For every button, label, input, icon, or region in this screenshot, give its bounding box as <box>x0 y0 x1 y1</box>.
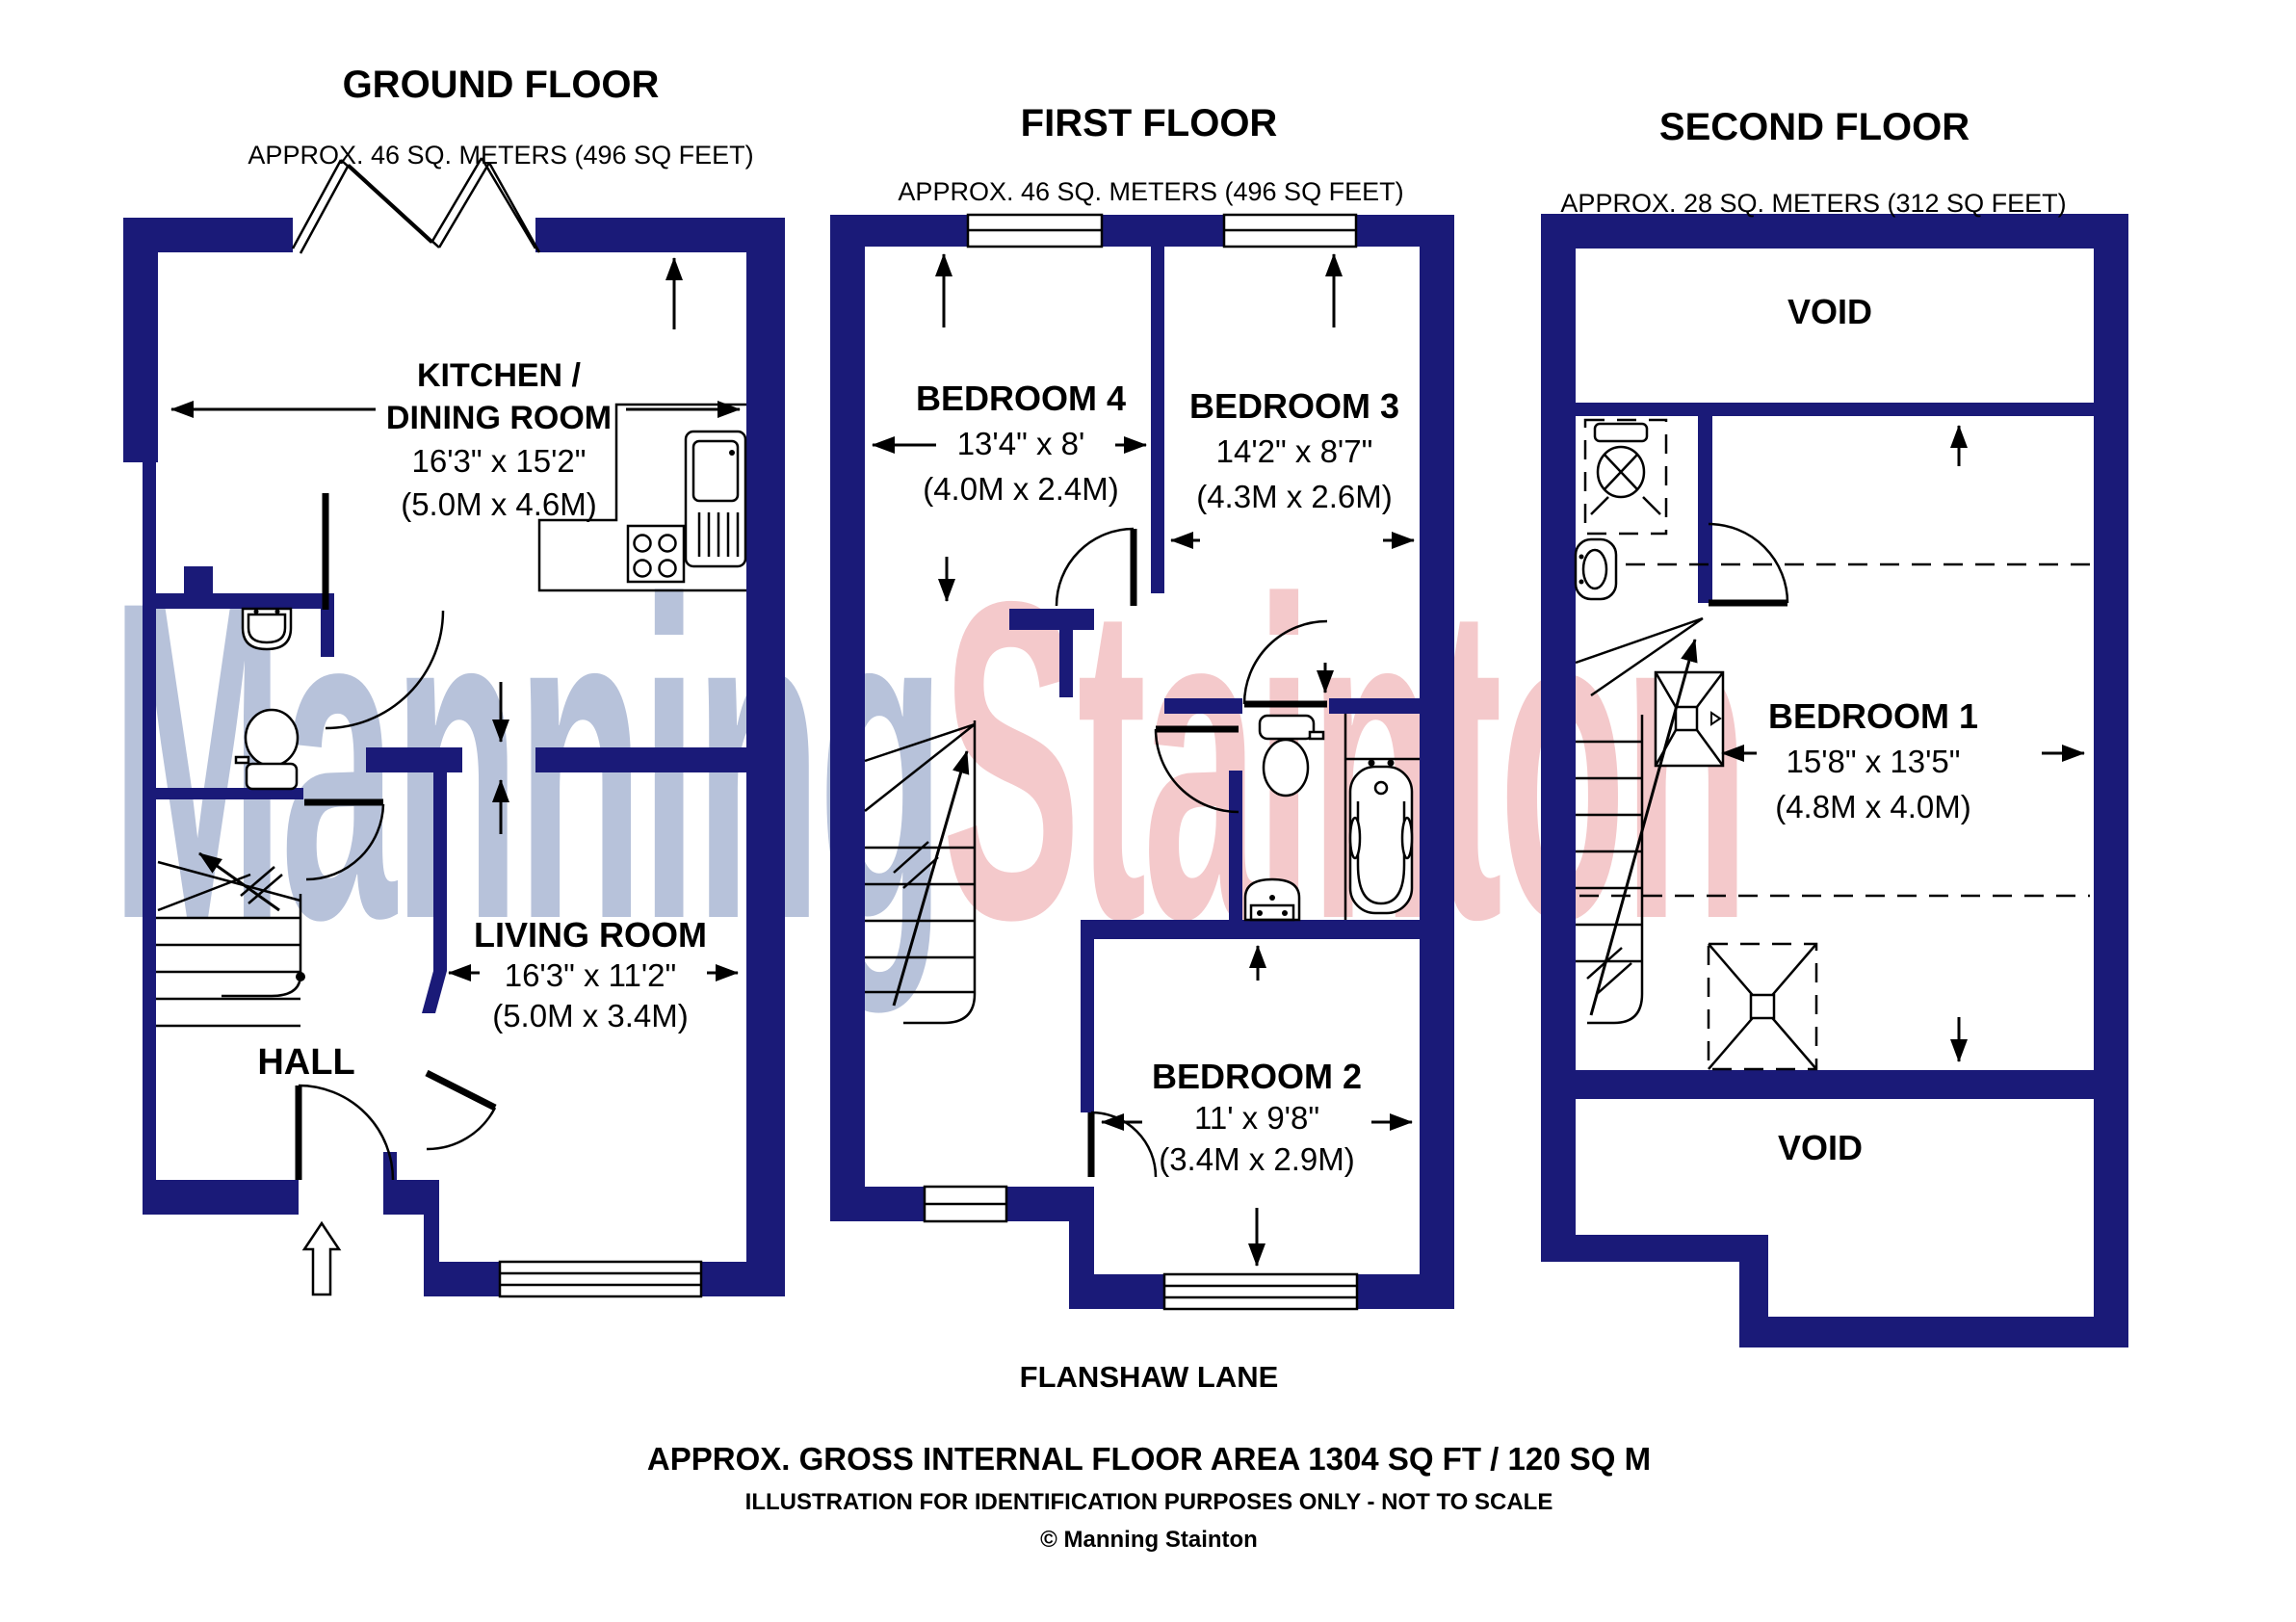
copyright-text: © Manning Stainton <box>1040 1527 1258 1553</box>
disclaimer-text: ILLUSTRATION FOR IDENTIFICATION PURPOSES… <box>744 1489 1553 1515</box>
ground-floor-doors <box>295 493 497 1181</box>
room-label-bedroom1: BEDROOM 1 15'8" x 13'5" (4.8M x 4.0M) <box>1768 693 1978 829</box>
first-floor-walls <box>830 215 1454 1309</box>
bedroom1-name: BEDROOM 1 <box>1767 696 1979 736</box>
bedroom2-dims-imperial: 11' x 9'8" <box>1193 1100 1320 1136</box>
second-floor-subtitle: APPROX. 28 SQ. METERS (312 SQ FEET) <box>1560 189 2067 218</box>
rooflight-symbol-lower <box>1707 942 1818 1071</box>
first-floor-title: FIRST FLOOR <box>1020 102 1278 144</box>
ground-floor-title: GROUND FLOOR <box>342 64 660 106</box>
second-floor-plan <box>1541 214 2128 1347</box>
second-floor-stairs <box>1575 616 1704 1025</box>
first-floor-subtitle: APPROX. 46 SQ. METERS (496 SQ FEET) <box>898 177 1404 206</box>
second-floor-title: SECOND FLOOR <box>1658 106 1970 148</box>
bathroom-toilet-symbol <box>1258 714 1325 798</box>
gross-floor-area: APPROX. GROSS INTERNAL FLOOR AREA 1304 S… <box>646 1441 1652 1477</box>
first-floor-doors <box>1055 527 1328 1178</box>
living-room-name: LIVING ROOM <box>474 915 707 955</box>
bedroom2-dims-metric: (3.4M x 2.9M) <box>1159 1141 1355 1177</box>
kitchen-dims-imperial: 16'3" x 15'2" <box>411 443 587 479</box>
wc-toilet-symbol <box>234 708 300 791</box>
bath-tub-symbol <box>1344 714 1420 920</box>
bedroom3-dims-imperial: 14'2" x 8'7" <box>1215 433 1373 469</box>
kitchen-counter <box>537 403 747 592</box>
bedroom4-name: BEDROOM 4 <box>915 379 1127 418</box>
ensuite-toilet-symbol <box>1593 422 1649 499</box>
second-floor-doors <box>1708 522 1789 607</box>
bathroom-sink-symbol <box>1243 877 1301 922</box>
entrance-arrow <box>301 1220 342 1296</box>
first-floor-dimension-arrows <box>872 253 1415 1267</box>
bedroom4-dims-imperial: 13'4" x 8' <box>956 426 1085 461</box>
room-label-void-bottom: VOID <box>1777 1128 1864 1167</box>
bedroom3-name: BEDROOM 3 <box>1188 386 1400 426</box>
room-label-void-top: VOID <box>1787 292 1873 331</box>
room-label-bedroom2: BEDROOM 2 11' x 9'8" (3.4M x 2.9M) <box>1152 1056 1362 1180</box>
wc-sink-symbol <box>241 607 293 651</box>
second-floor-walls <box>1541 214 2128 1347</box>
ceiling-height-dashed-lines <box>1579 562 2090 898</box>
ensuite-shower-area <box>1583 418 1668 536</box>
ground-floor-dimension-arrows <box>170 257 741 981</box>
room-label-bedroom3: BEDROOM 3 14'2" x 8'7" (4.3M x 2.6M) <box>1189 383 1399 519</box>
kitchen-dims-metric: (5.0M x 4.6M) <box>401 486 597 522</box>
rooflight-symbol-upper <box>1654 670 1725 768</box>
living-room-dims-metric: (5.0M x 3.4M) <box>492 998 689 1033</box>
second-floor-dimension-arrows <box>1721 425 2085 1062</box>
bedroom3-dims-metric: (4.3M x 2.6M) <box>1196 479 1393 514</box>
kitchen-name-line1: KITCHEN / <box>417 357 581 394</box>
first-floor-windows <box>923 213 1359 1311</box>
room-label-living-room: LIVING ROOM 16'3" x 11'2" (5.0M x 3.4M) <box>474 915 707 1036</box>
ground-floor-bay-window <box>291 157 541 254</box>
kitchen-name-line2: DINING ROOM <box>385 400 613 436</box>
bedroom4-dims-metric: (4.0M x 2.4M) <box>923 471 1119 507</box>
room-label-bedroom4: BEDROOM 4 13'4" x 8' (4.0M x 2.4M) <box>916 376 1126 511</box>
first-floor-stairs <box>864 720 977 1025</box>
room-label-hall: HALL <box>257 1042 355 1083</box>
living-room-dims-imperial: 16'3" x 11'2" <box>504 957 677 993</box>
bedroom2-name: BEDROOM 2 <box>1151 1057 1363 1096</box>
hob-symbol <box>626 524 686 584</box>
ground-floor-stairs <box>156 851 305 1028</box>
ground-floor-plan <box>123 157 785 1298</box>
street-address: FLANSHAW LANE <box>1019 1360 1279 1394</box>
ground-floor-windows <box>498 1260 703 1298</box>
room-label-kitchen: KITCHEN / DINING ROOM 16'3" x 15'2" (5.0… <box>386 354 612 526</box>
ensuite-sink-symbol <box>1574 537 1618 601</box>
bedroom1-dims-metric: (4.8M x 4.0M) <box>1775 789 1971 824</box>
bedroom1-dims-imperial: 15'8" x 13'5" <box>1786 744 1961 779</box>
first-floor-plan <box>830 213 1454 1311</box>
ground-floor-subtitle: APPROX. 46 SQ. METERS (496 SQ FEET) <box>248 141 754 170</box>
